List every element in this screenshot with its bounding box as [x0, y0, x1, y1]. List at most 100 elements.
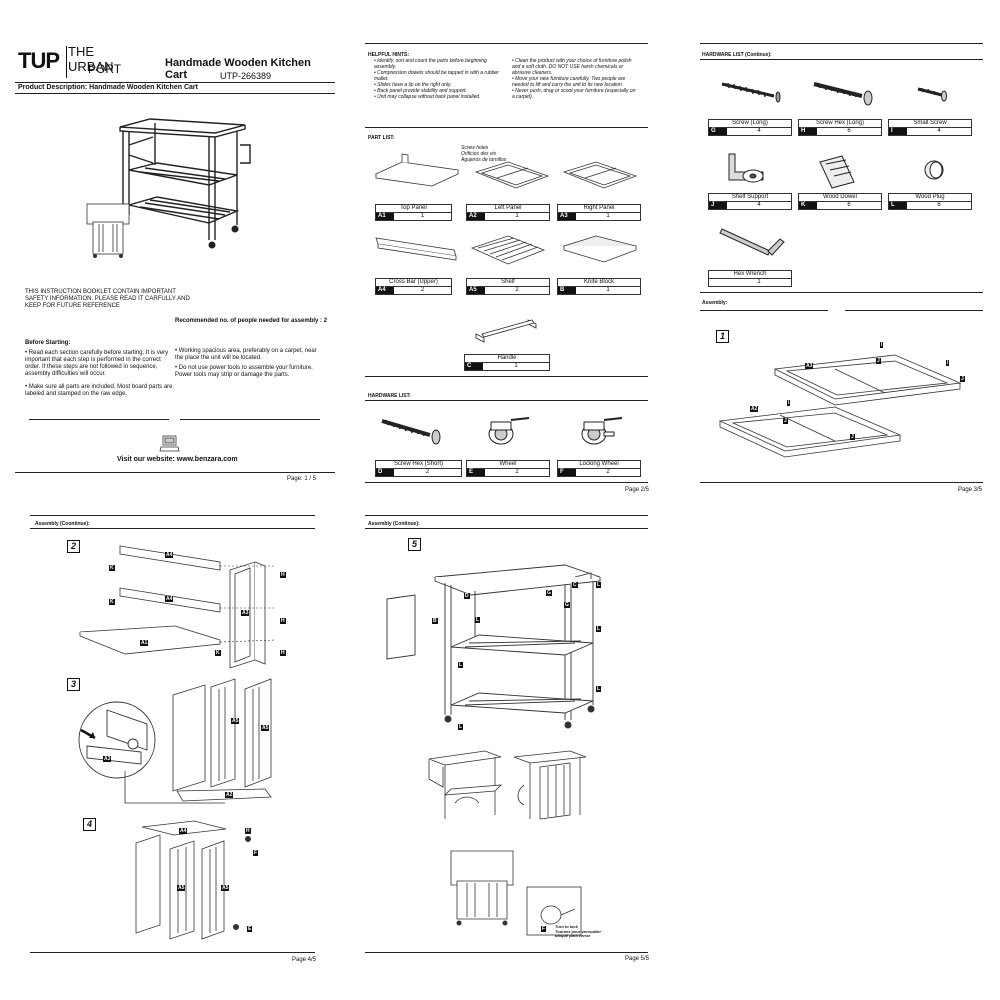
callout-a3: A3: [805, 363, 814, 369]
wheel-icon: [488, 417, 530, 445]
logo-line2: PORT: [88, 62, 122, 76]
right-panel-illustration: [562, 161, 638, 189]
small-screw-icon: [917, 87, 947, 102]
step-2-number: 2: [67, 540, 80, 553]
step-3-zoom-detail: [78, 701, 156, 779]
callout-b: B: [432, 618, 438, 624]
callout-a5: A5: [177, 885, 186, 891]
callout-a4: A4: [165, 596, 174, 602]
helpful-hints-heading: HELPFUL HINTS:: [368, 52, 410, 58]
callout-j: J: [850, 434, 855, 440]
callout-f: F: [253, 850, 259, 856]
callout-k: K: [109, 599, 115, 605]
hint-item: • Slides have a lip on the right only.: [374, 82, 452, 88]
callout-i: I: [880, 342, 884, 348]
callout-l: L: [596, 626, 602, 632]
callout-a2: A2: [750, 406, 759, 412]
hints-left: • Identify, sort and count the parts bef…: [374, 58, 504, 100]
page-1: TUP THE URBAN PORT Handmade Wooden Kitch…: [15, 30, 335, 500]
callout-i: I: [946, 360, 950, 366]
handle-illustration: [475, 319, 537, 343]
wood-dowel-icon: [819, 155, 855, 189]
locking-wheel-detail: [526, 886, 582, 936]
callout-g: G: [564, 602, 570, 608]
step-5-cart-diagram: [386, 564, 601, 729]
callout-c: C: [572, 582, 578, 588]
step-3-number: 3: [67, 678, 80, 691]
hint-item: • Move your new furniture carefully. Two…: [512, 76, 626, 88]
callout-a4: A4: [165, 552, 174, 558]
folded-cart-diagram: [450, 850, 514, 926]
before-starting-heading: Before Starting:: [25, 340, 71, 346]
computer-icon: [159, 435, 180, 452]
callout-h: H: [280, 650, 286, 656]
top-panel-illustration: [374, 153, 460, 187]
hardware-continue-heading: HARDWARE LIST (Continue):: [702, 52, 772, 58]
callout-a5: A5: [231, 718, 240, 724]
callout-a1: A1: [140, 640, 149, 646]
part-list-heading: PART LIST:: [368, 135, 395, 141]
folded-cart-thumbnail: [86, 203, 130, 258]
safety-notice: THIS INSTRUCTION BOOKLET CONTAIN IMPORTA…: [25, 289, 190, 309]
before-item: • Make sure all parts are included. Most…: [25, 384, 173, 397]
website-link[interactable]: Visit our website: www.benzara.com: [117, 456, 238, 463]
callout-l: L: [458, 662, 464, 668]
before-item: • Do not use power tools to assemble you…: [175, 365, 313, 378]
callout-a5: A5: [261, 725, 270, 731]
hint-item: • Clean the product with your choice of …: [512, 58, 632, 76]
assembly-continue-heading: Assembly (Coontinue):: [35, 521, 90, 527]
kitchen-cart-illustration: [119, 118, 251, 249]
cross-bar-illustration: [375, 237, 457, 261]
callout-a3: A3: [103, 756, 112, 762]
assembly-heading: Assembly:: [702, 300, 728, 306]
locking-wheel-icon: [581, 417, 623, 445]
step-3-diagram: [124, 678, 272, 804]
people-needed: Recommended no. of people needed for ass…: [175, 318, 328, 324]
hardware-list-heading: HARDWARE LIST:: [368, 393, 411, 399]
callout-h: H: [245, 828, 251, 834]
callout-a4: A4: [179, 828, 188, 834]
hint-item: • Never push, drag or scoot your furnitu…: [512, 88, 636, 100]
before-item: • Working spacious area, preferably on a…: [175, 348, 317, 361]
hex-wrench-icon: [719, 228, 785, 256]
screw-long-icon: [721, 82, 781, 103]
knife-block-illustration: [562, 235, 638, 263]
step-1-number: 1: [716, 330, 729, 343]
screw-hex-short-icon: [381, 419, 441, 445]
step-4-diagram: [135, 820, 251, 940]
callout-l: L: [596, 582, 602, 588]
page-number: Page 5/5: [625, 956, 650, 962]
hints-right: • Clean the product with your choice of …: [512, 58, 637, 100]
hint-item: • Back panel provide stability and suppo…: [374, 88, 467, 94]
callout-l: L: [475, 617, 481, 623]
before-starting-right: • Working spacious area, preferably on a…: [175, 348, 325, 379]
callout-e: E: [247, 926, 253, 932]
screw-hex-long-icon: [813, 82, 873, 106]
shelf-support-icon: [728, 153, 764, 183]
callout-l: L: [596, 686, 602, 692]
step-1-diagram: [718, 354, 962, 458]
brand-logo: TUP THE URBAN PORT: [18, 42, 138, 82]
page-5: Assembly (Continue): 5 D B L L L L L L G…: [350, 500, 670, 970]
page-2: HELPFUL HINTS: • Identify, sort and coun…: [350, 30, 670, 500]
callout-i: I: [787, 400, 791, 406]
fold-step-b-diagram: [513, 750, 587, 820]
product-description: Product Description: Handmade Wooden Kit…: [18, 84, 198, 91]
wood-plug-icon: [924, 160, 944, 180]
callout-j: J: [783, 418, 788, 424]
